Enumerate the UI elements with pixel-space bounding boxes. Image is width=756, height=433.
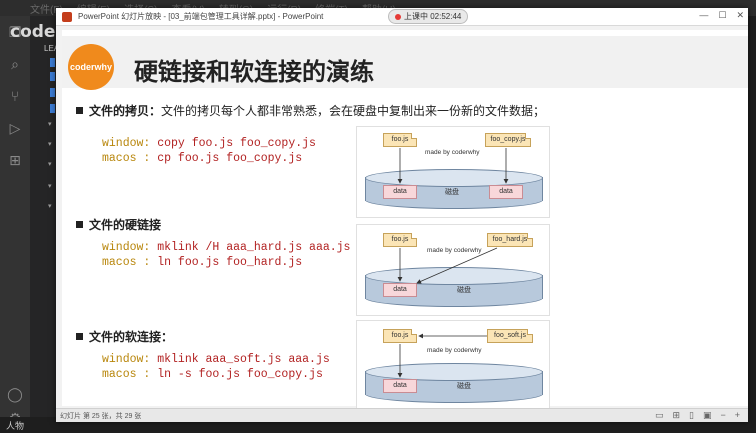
vscode-sidebar: ▾ ▾ ▾ ▾ ▾ (30, 16, 58, 433)
file-marker[interactable] (50, 58, 55, 67)
slide-sorter-icon[interactable]: ⊞ (672, 410, 680, 420)
data-block: data (383, 185, 417, 199)
disk-label: 磁盘 (445, 189, 459, 196)
recording-time: 上课中 02:52:44 (404, 12, 462, 21)
file-marker[interactable] (50, 104, 55, 113)
normal-view-icon[interactable]: ▭ (654, 410, 664, 420)
vscode-activity-bar: ❐ ⌕ ⑂ ▷ ⊞ ◯ ⚙ (0, 16, 30, 433)
file-note-foo: foo.js (383, 233, 417, 247)
status-people-label[interactable]: 人物 (6, 421, 25, 431)
made-by-label: made by coderwhy (427, 347, 482, 354)
run-debug-icon[interactable]: ▷ (9, 120, 21, 136)
diagram-hardlink: data 磁盘 foo.js foo_hard.js made by coder… (356, 224, 550, 316)
close-icon[interactable]: ✕ (736, 10, 744, 20)
ppt-titlebar: PowerPoint 幻灯片放映 - [03_前端包管理工具详解.pptx] -… (56, 8, 748, 26)
made-by-label: made by coderwhy (427, 247, 482, 254)
slide-title-band: coderwhy 硬链接和软连接的演练 (62, 36, 748, 90)
section-copy-heading: 文件的拷贝：文件的拷贝每个人都非常熟悉，会在硬盘中复制出来一份新的文件数据； (76, 102, 545, 119)
file-note-foo: foo.js (383, 133, 417, 147)
data-block: data (489, 185, 523, 199)
recording-badge[interactable]: 上课中 02:52:44 (388, 9, 469, 24)
bullet-square-icon (76, 221, 83, 228)
reading-view-icon[interactable]: ▯ (689, 410, 694, 420)
file-note-foo-soft: foo_soft.js (487, 329, 533, 343)
zoom-in-icon[interactable]: + (734, 410, 740, 420)
bullet-square-icon (76, 333, 83, 340)
disk-label: 磁盘 (457, 383, 471, 390)
search-icon[interactable]: ⌕ (11, 56, 19, 72)
file-note-foo: foo.js (383, 329, 417, 343)
chevron-down-icon[interactable]: ▾ (48, 121, 52, 128)
explorer-icon[interactable]: ❐ (8, 24, 22, 40)
account-icon[interactable]: ◯ (7, 386, 23, 402)
powerpoint-window: PowerPoint 幻灯片放映 - [03_前端包管理工具详解.pptx] -… (56, 8, 748, 422)
code-block-copy: window: copy foo.js foo_copy.js macos : … (102, 137, 316, 165)
view-controls: ▭ ⊞ ▯ ▣ − + (655, 410, 740, 421)
chevron-down-icon[interactable]: ▾ (48, 183, 52, 190)
zoom-out-icon[interactable]: − (720, 410, 726, 420)
file-marker[interactable] (50, 72, 55, 81)
file-note-foo-hard: foo_hard.js (487, 233, 533, 247)
source-control-icon[interactable]: ⑂ (10, 88, 20, 104)
diagram-softlink: data 磁盘 foo.js foo_soft.js made by coder… (356, 320, 550, 412)
menu-file[interactable]: 文件(F) (30, 4, 63, 16)
slide: coderwhy 硬链接和软连接的演练 文件的拷贝：文件的拷贝每个人都非常熟悉，… (62, 30, 748, 412)
record-dot-icon (395, 13, 401, 20)
data-block: data (383, 283, 417, 297)
extensions-icon[interactable]: ⊞ (9, 152, 21, 168)
diagram-arrows (397, 333, 487, 378)
diagram-arrows (397, 247, 498, 284)
section-softlink-heading: 文件的软连接： (76, 328, 173, 345)
workspace-title: coder (10, 22, 64, 42)
chevron-down-icon[interactable]: ▾ (48, 203, 52, 210)
data-block: data (383, 379, 417, 393)
made-by-label: made by coderwhy (425, 149, 480, 156)
minimize-icon[interactable]: — (699, 10, 709, 20)
coderwhy-logo: coderwhy (68, 44, 114, 90)
diagram-arrows (397, 148, 509, 184)
slide-counter: 幻灯片 第 25 张，共 29 张 (60, 413, 142, 420)
section-copy-desc: 文件的拷贝每个人都非常熟悉，会在硬盘中复制出来一份新的文件数据； (161, 104, 546, 118)
section-hardlink-heading: 文件的硬链接 (76, 216, 161, 233)
chevron-down-icon[interactable]: ▾ (48, 141, 52, 148)
window-controls: — ☐ ✕ (699, 10, 744, 21)
bullet-square-icon (76, 107, 83, 114)
diagram-copy: data data 磁盘 foo.js foo_copy.js made by … (356, 126, 550, 218)
slide-title: 硬链接和软连接的演练 (134, 59, 374, 86)
chevron-down-icon[interactable]: ▾ (48, 161, 52, 168)
code-block-softlink: window: mklink aaa_soft.js aaa.js macos … (102, 353, 330, 381)
maximize-icon[interactable]: ☐ (718, 10, 727, 20)
code-block-hardlink: window: mklink /H aaa_hard.js aaa.js mac… (102, 241, 351, 269)
disk-label: 磁盘 (457, 287, 471, 294)
slideshow-icon[interactable]: ▣ (702, 410, 712, 420)
explorer-section-label[interactable]: LEA (44, 44, 60, 53)
window-title: PowerPoint 幻灯片放映 - [03_前端包管理工具详解.pptx] -… (78, 12, 324, 21)
ppt-statusbar: 幻灯片 第 25 张，共 29 张 ▭ ⊞ ▯ ▣ − + (56, 408, 748, 422)
powerpoint-logo-icon (62, 12, 72, 22)
file-marker[interactable] (50, 88, 55, 97)
file-note-foo-copy: foo_copy.js (485, 133, 531, 147)
disk-shape (365, 267, 543, 307)
